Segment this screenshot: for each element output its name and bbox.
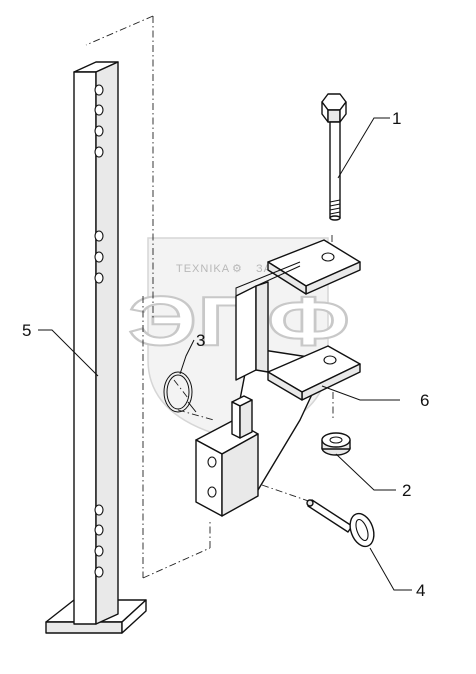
callout-2: 2 (402, 481, 411, 500)
callout-4: 4 (416, 581, 425, 600)
part-2-nut (321, 432, 351, 456)
callout-3: 3 (196, 331, 205, 350)
leader-lines (38, 117, 412, 591)
post-holes (94, 84, 104, 578)
part-1-bolt (321, 93, 347, 221)
part-6-bracket (195, 239, 361, 517)
callout-6: 6 (420, 391, 429, 410)
assembly-lines (85, 15, 334, 579)
part-3-spring-ring (163, 371, 197, 413)
part-4-pin (306, 499, 375, 548)
bolt-thread (329, 199, 341, 215)
callout-labels: 1 2 3 4 5 6 (22, 109, 429, 600)
watermark-label-left: TEXNIKA (176, 263, 230, 275)
callout-1: 1 (392, 109, 401, 128)
part-5-post (45, 61, 147, 634)
watermark-gear-icon: ⚙ (232, 263, 243, 275)
callout-5: 5 (22, 321, 31, 340)
